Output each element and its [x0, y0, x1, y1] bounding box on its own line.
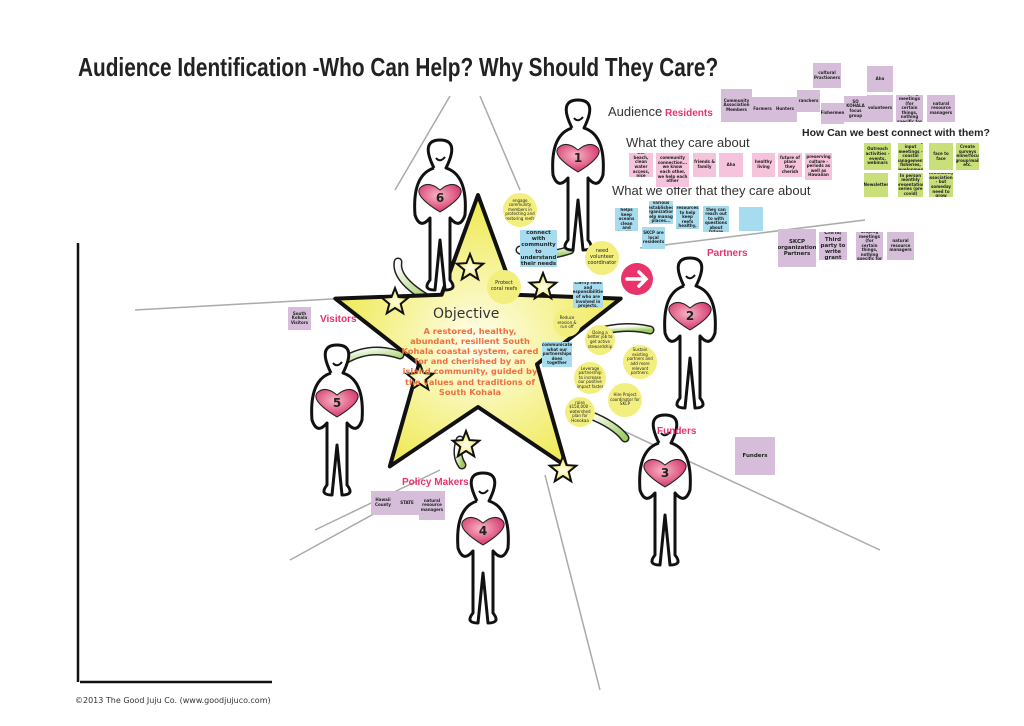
sticky-note-residents: cultural Practioners	[813, 63, 841, 88]
heart-icon	[315, 389, 359, 418]
action-circle-note: need volunteer coordinator	[585, 241, 619, 275]
small-star-icon	[527, 270, 559, 301]
figure-number: 1	[574, 151, 582, 165]
label-residents: Residents	[665, 108, 713, 119]
smile-icon	[478, 489, 489, 495]
sticky-note-partners: Chris/ Third party to write grant	[819, 232, 847, 260]
small-stars	[379, 251, 579, 484]
heart-icon	[556, 144, 600, 173]
sticky-note-offer: SKCP are local residents	[642, 227, 665, 249]
small-star-icon	[450, 428, 482, 459]
sticky-note-partners: DAR public scoping meetings (for certain…	[856, 232, 883, 260]
smile-icon	[685, 274, 696, 280]
small-star-icon	[404, 361, 436, 392]
sticky-note-care: healthy living	[752, 153, 775, 177]
small-star-icon	[547, 453, 579, 484]
sticky-note-residents: Farmers	[752, 97, 773, 122]
label-funders: Funders	[657, 426, 697, 437]
care-heading: What they care about	[626, 135, 750, 150]
sticky-note-care: preserving culture - periods as well as …	[805, 153, 832, 180]
sticky-note-care: Going to the beach, clean water access, …	[629, 153, 653, 177]
sticky-note-residents: Aha	[867, 66, 893, 92]
sticky-note-offer: we provide resources to help keep reefs …	[676, 206, 699, 229]
action-circle-note: raise $150,000 - watershed plan for Hono…	[565, 397, 595, 427]
sticky-note-offer	[739, 207, 763, 231]
sticky-note-connect: Community input meetings - coastal manag…	[898, 143, 923, 170]
sticky-note-residents: volunteers	[867, 95, 893, 122]
smile-icon	[660, 431, 671, 437]
figure-number: 3	[661, 466, 669, 480]
sticky-note-funders: Funders	[735, 437, 775, 475]
sticky-note-connect: community associations - but someday nee…	[929, 173, 953, 197]
person-figure-6: 6	[413, 138, 467, 292]
connect-heading: How Can we best connect with them?	[802, 127, 990, 139]
sticky-note-care: future of place they cherish	[778, 153, 802, 177]
action-circle-note: engage community members in protecting a…	[503, 193, 537, 227]
sticky-note-offer: various established organizations help m…	[649, 201, 673, 224]
offer-heading: What we offer that they care about	[612, 183, 811, 198]
label-partners: Partners	[707, 248, 748, 259]
sticky-note-residents: ranchers	[797, 90, 820, 112]
action-circle-note: Reduce erosion & run off	[553, 309, 581, 337]
objective-text: A restored, healthy, abundant, resilient…	[401, 326, 539, 397]
sticky-note-actions-blue: communicate what our partnerships does t…	[542, 342, 572, 367]
figure-number: 4	[479, 524, 487, 538]
label-visitors: Visitors	[320, 314, 357, 325]
person-figure-3: 3	[638, 413, 692, 567]
sticky-note-residents: Community Association Members	[721, 89, 752, 122]
heart-icon	[461, 517, 505, 546]
sticky-note-offer: SKCP helps keep oceans clean and healthy	[615, 208, 638, 231]
sticky-note-visitors: South Kohala Visitors	[288, 307, 311, 330]
figure-number: 2	[686, 309, 694, 323]
action-circle-note: Leverage partnership to increase our pos…	[574, 362, 606, 394]
action-circle-note: Sustain existing partners and add more r…	[623, 345, 657, 379]
sticky-note-residents: SO KOHALA focus group	[844, 96, 867, 122]
sticky-note-connect: Create surveys online/focus group/mail e…	[956, 143, 979, 170]
figure-number: 5	[333, 396, 341, 410]
sticky-note-actions-blue: Clarify roles and responsibilities of wh…	[573, 282, 603, 308]
figure-number: 6	[436, 191, 444, 205]
heart-icon	[418, 184, 462, 213]
sticky-note-residents: natural resource managers	[927, 95, 955, 122]
action-circle-note: Doing a better job to get active steward…	[585, 325, 615, 355]
person-figure-1: 1	[551, 98, 605, 252]
sticky-note-residents: DAR public scoping meetings (for certain…	[896, 95, 923, 122]
action-circle-note: Protect coral reefs	[487, 270, 521, 304]
page-title: Audience Identification -Who Can Help? W…	[78, 52, 719, 82]
sticky-note-residents: Hunters	[773, 97, 797, 122]
small-star-icon	[454, 251, 486, 282]
next-arrow-icon	[621, 263, 653, 295]
sticky-note-care: community connection... we know each oth…	[656, 153, 689, 187]
sticky-note-connect: Outreach activities - events, webinars	[864, 143, 891, 170]
smile-icon	[435, 156, 446, 162]
sticky-note-offer: Provide content they can reach out to wi…	[703, 206, 729, 232]
smile-icon	[332, 361, 343, 367]
small-star-icon	[379, 285, 411, 316]
copyright-footer: ©2013 The Good Juju Co. (www.goodjujuco.…	[75, 696, 271, 705]
smile-icon	[573, 116, 584, 122]
sticky-note-residents: Fishermen	[821, 103, 844, 124]
action-circle-note: Hire Project coordinator for SKCP	[608, 383, 642, 417]
sticky-note-connect: face to face	[929, 143, 953, 170]
label-policy-makers: Policy Makers	[402, 477, 469, 488]
sticky-note-connect: Newsletter	[864, 173, 888, 197]
heart-icon	[643, 459, 687, 488]
heart-icon	[668, 302, 712, 331]
person-figure-5: 5	[310, 343, 364, 497]
sticky-note-actions-blue: connect with community to understand the…	[520, 230, 557, 267]
sticky-note-partners: SKCP organization Partners	[778, 229, 816, 267]
sticky-note-care: friends & family	[693, 153, 716, 177]
audience-heading: Audience	[608, 104, 663, 119]
person-figure-4: 4	[456, 471, 510, 625]
sticky-note-policy: natural resource managers	[419, 491, 445, 520]
objective-heading: Objective	[433, 306, 500, 322]
sticky-note-connect: In person monthly presentation series (p…	[898, 173, 923, 197]
sticky-note-care: Aha	[719, 153, 743, 177]
sticky-note-policy: Hawaii County	[371, 491, 395, 515]
sticky-note-policy: STATE	[395, 491, 419, 515]
sticky-note-partners: natural resource managers	[887, 232, 914, 260]
person-figure-2: 2	[663, 256, 717, 410]
